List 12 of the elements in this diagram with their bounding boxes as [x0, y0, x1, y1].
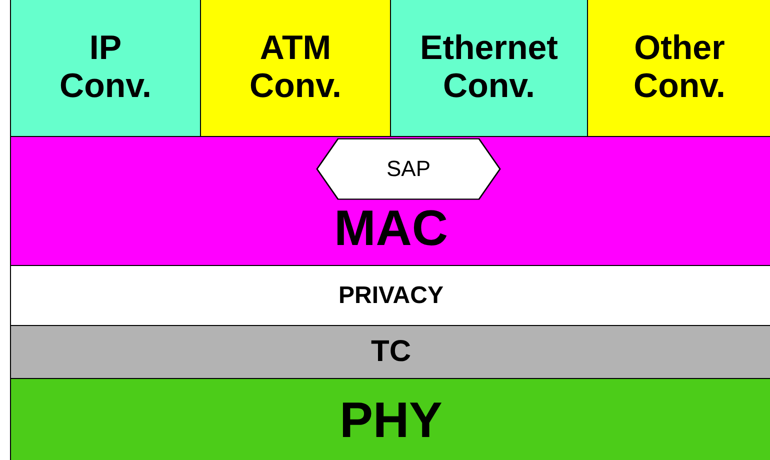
layer-band: [10, 325, 770, 379]
protocol-box: ATM Conv.: [200, 0, 391, 137]
layer-band: [10, 378, 770, 460]
layer-label: MAC: [334, 199, 448, 257]
layer-label: PHY: [340, 391, 442, 449]
layer-label: PRIVACY: [338, 282, 444, 310]
protocol-box: Other Conv.: [587, 0, 770, 137]
layer-band: [10, 136, 770, 266]
layer-label: TC: [371, 335, 411, 369]
protocol-box: Ethernet Conv.: [390, 0, 588, 137]
hexagon-shape: SAP: [316, 138, 501, 200]
protocol-box: IP Conv.: [10, 0, 201, 137]
